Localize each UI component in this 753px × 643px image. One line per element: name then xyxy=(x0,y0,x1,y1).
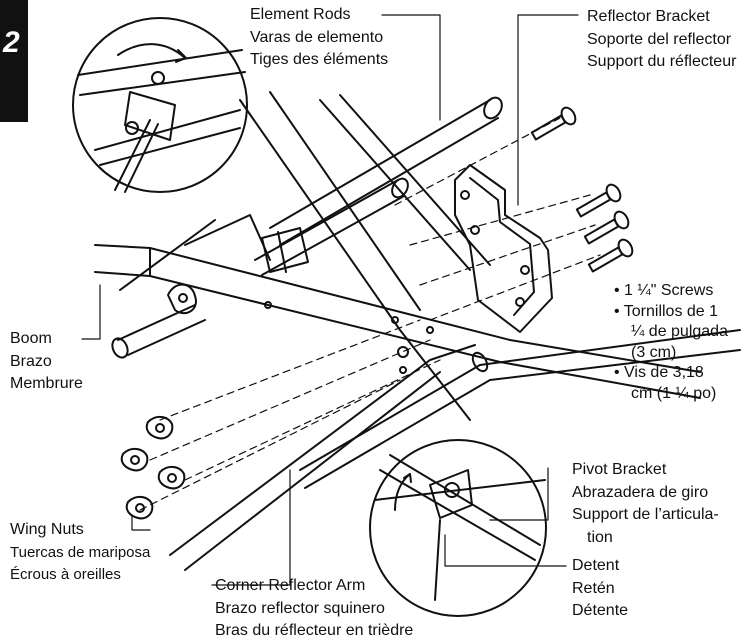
screws-line: • 1 ¼" Screws xyxy=(614,282,714,299)
label-element-rods: Element Rods Varas de elemento Tiges des… xyxy=(250,4,388,72)
label-wing-nuts: Wing Nuts Tuercas de mariposa Écrous à o… xyxy=(10,519,150,587)
label-line: Bras du réflecteur en trièdre xyxy=(215,622,414,639)
label-line: Brazo xyxy=(10,352,52,370)
label-line: Retén xyxy=(572,579,615,597)
leader-lines xyxy=(81,14,579,586)
label-reflector-bracket: Reflector Bracket Soporte del reflector … xyxy=(587,6,736,74)
label-line: Reflector Bracket xyxy=(587,8,710,25)
label-line: Element Rods xyxy=(250,6,351,23)
rear-rails xyxy=(119,91,491,421)
label-screws: • 1 ¼" Screws • Tornillos de 1 ¼ de pulg… xyxy=(614,281,728,404)
label-line: Wing Nuts xyxy=(10,521,84,538)
corner-reflector-arm xyxy=(169,329,741,571)
label-pivot-bracket: Pivot Bracket Abrazadera de giro Support… xyxy=(572,459,719,549)
label-corner-reflector-arm: Corner Reflector Arm Brazo reflector squ… xyxy=(215,575,413,643)
label-line: tion xyxy=(587,528,613,546)
label-boom: Boom Brazo Membrure xyxy=(10,328,83,396)
reflector-bracket xyxy=(454,164,553,333)
screws-line: ¼ de pulgada xyxy=(631,323,728,340)
boom xyxy=(94,244,701,399)
label-line: Abrazadera de giro xyxy=(572,483,709,501)
label-detent: Detent Retén Détente xyxy=(572,555,628,623)
label-line: Varas de elemento xyxy=(250,28,384,46)
label-line: Membrure xyxy=(10,375,83,392)
label-line: Soporte del reflector xyxy=(587,30,732,48)
label-line: Support de l’articula- xyxy=(572,506,719,523)
label-line: Support du réflecteur xyxy=(587,53,737,70)
element-rods xyxy=(254,96,503,276)
wing-nut-on-boom xyxy=(167,283,197,315)
inset-pivot-bracket xyxy=(369,439,547,617)
label-line: Pivot Bracket xyxy=(572,461,667,478)
screws-line: • Vis de 3,18 xyxy=(614,364,704,381)
inset-element-clamp xyxy=(72,17,248,193)
screws-line: • Tornillos de 1 xyxy=(614,302,719,320)
label-line: Écrous à oreilles xyxy=(10,566,121,583)
screws xyxy=(530,106,634,273)
label-line: Corner Reflector Arm xyxy=(215,577,366,594)
label-line: Tuercas de mariposa xyxy=(10,543,151,561)
label-line: Detent xyxy=(572,557,620,574)
element-rod-lower xyxy=(111,304,206,359)
label-line: Boom xyxy=(10,330,52,347)
rod-clamp xyxy=(261,227,309,273)
step-tab: 2 xyxy=(0,0,28,122)
step-number: 2 xyxy=(3,26,20,59)
screws-line: cm (1 ¼ po) xyxy=(631,384,717,402)
screws-line: (3 cm) xyxy=(631,343,677,361)
wing-nuts xyxy=(120,416,186,520)
label-line: Détente xyxy=(572,602,629,619)
label-line: Tiges des éléments xyxy=(250,51,389,68)
label-line: Brazo reflector squinero xyxy=(215,599,385,617)
